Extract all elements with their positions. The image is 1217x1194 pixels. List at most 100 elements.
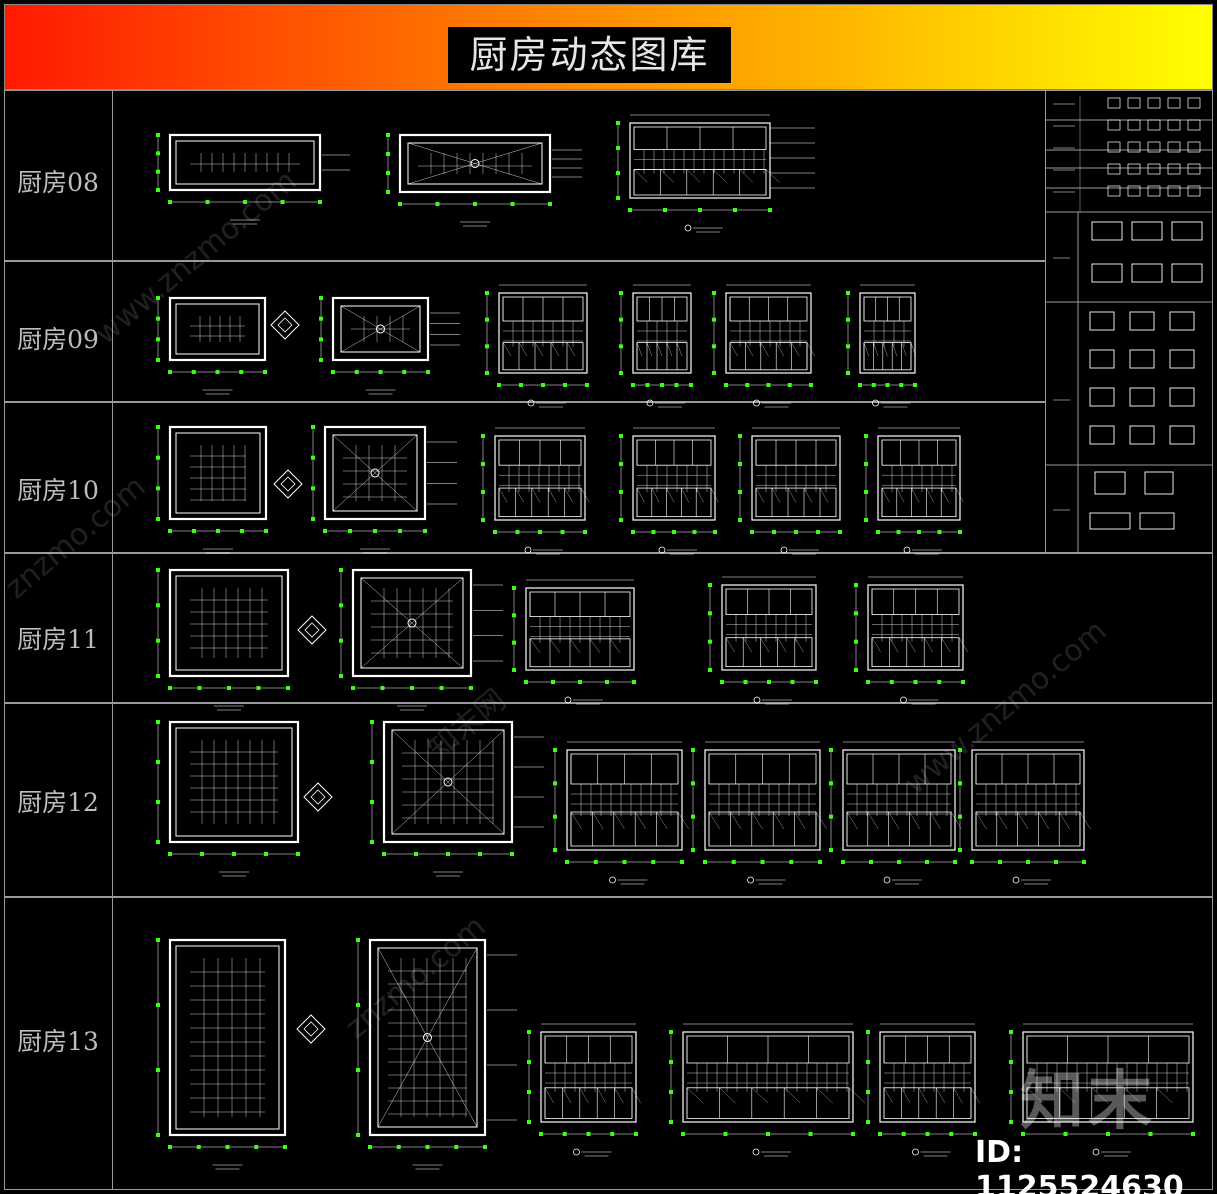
- dim-tick: [846, 344, 850, 349]
- dim-tick: [913, 383, 917, 387]
- title-banner: 厨房动态图库: [4, 4, 1213, 90]
- elevation-marker: [912, 1148, 919, 1156]
- dim-tick: [156, 674, 160, 678]
- dim-tick: [168, 200, 172, 204]
- dim-tick: [1106, 1132, 1110, 1136]
- dim-tick: [339, 603, 343, 608]
- dim-tick: [846, 317, 850, 322]
- dim-tick: [864, 518, 868, 522]
- compass-icon: [280, 476, 296, 492]
- dim-tick: [841, 860, 845, 864]
- dim-tick: [619, 518, 623, 522]
- dim-tick: [866, 1120, 870, 1124]
- dim-tick: [378, 370, 383, 374]
- dim-tick: [156, 486, 160, 491]
- dim-tick: [553, 748, 557, 752]
- dim-tick: [156, 840, 160, 844]
- dim-tick: [283, 1145, 287, 1149]
- dim-tick: [323, 529, 327, 533]
- dim-tick: [563, 383, 567, 387]
- dim-tick: [854, 639, 858, 644]
- dim-tick: [319, 296, 323, 300]
- dim-tick: [794, 530, 798, 534]
- dim-tick: [743, 680, 748, 684]
- dim-tick: [200, 852, 204, 856]
- dim-tick: [423, 529, 427, 533]
- dim-tick: [386, 133, 390, 137]
- elevation-marker: [524, 546, 532, 554]
- compass-icon: [297, 615, 327, 645]
- compass-icon: [310, 789, 326, 805]
- dim-tick: [578, 680, 582, 684]
- dim-tick: [691, 781, 695, 786]
- dim-tick: [619, 291, 623, 295]
- row-divider: [4, 401, 1045, 403]
- dim-tick: [586, 1132, 591, 1136]
- dim-tick: [958, 781, 962, 786]
- dim-tick: [958, 530, 962, 534]
- dim-tick: [593, 860, 598, 864]
- dim-tick: [382, 852, 386, 856]
- dim-tick: [168, 1145, 172, 1149]
- dim-tick: [973, 1132, 977, 1136]
- dim-tick: [738, 490, 742, 494]
- dim-tick: [708, 583, 712, 587]
- dim-tick: [838, 530, 842, 534]
- dim-tick: [356, 1068, 360, 1072]
- dim-tick: [156, 638, 160, 643]
- dim-tick: [619, 371, 623, 375]
- dim-tick: [866, 1030, 870, 1034]
- dim-tick: [196, 1145, 201, 1149]
- elevation-marker: [900, 696, 907, 704]
- dim-tick: [239, 370, 244, 374]
- dim-tick: [619, 344, 623, 349]
- dim-tick: [560, 530, 565, 534]
- dim-tick: [319, 358, 323, 362]
- dim-tick: [750, 530, 754, 534]
- dim-tick: [712, 371, 716, 375]
- elevation-marker: [658, 546, 666, 554]
- legend-column-divider: [1045, 90, 1046, 553]
- dim-tick: [156, 1133, 160, 1137]
- dim-tick: [396, 1145, 401, 1149]
- elevation-marker: [780, 546, 788, 554]
- dim-tick: [698, 208, 702, 212]
- dim-tick: [631, 383, 635, 387]
- dim-tick: [937, 530, 942, 534]
- compass-icon: [273, 469, 303, 499]
- dim-tick: [949, 1132, 954, 1136]
- dim-tick: [527, 1060, 531, 1064]
- dim-tick: [958, 748, 962, 752]
- dim-tick: [410, 686, 414, 690]
- image-id: ID: 1125524630: [975, 1135, 1184, 1194]
- dim-tick: [156, 800, 160, 804]
- dim-tick: [481, 518, 485, 522]
- dim-tick: [240, 529, 244, 533]
- dim-tick: [356, 1003, 360, 1007]
- dim-tick: [866, 1060, 870, 1064]
- dim-tick: [854, 611, 858, 616]
- dim-tick: [917, 530, 921, 534]
- row-label-kitchen-11: 厨房11: [17, 625, 99, 654]
- row-label-kitchen-13: 厨房13: [17, 1027, 99, 1056]
- dim-tick: [485, 317, 489, 322]
- dim-tick: [691, 748, 695, 752]
- dim-tick: [553, 781, 557, 786]
- dim-tick: [829, 848, 833, 852]
- dim-tick: [766, 1132, 770, 1136]
- dim-tick: [398, 529, 402, 533]
- dim-tick: [616, 171, 620, 175]
- light-fixture: [470, 159, 480, 168]
- dim-tick: [738, 462, 742, 466]
- dim-tick: [280, 200, 285, 204]
- dim-tick: [1009, 1030, 1013, 1034]
- dim-tick: [425, 1145, 430, 1149]
- dim-tick: [527, 1090, 531, 1094]
- dim-tick: [708, 668, 712, 672]
- dim-tick: [156, 938, 160, 942]
- dim-tick: [538, 530, 542, 534]
- dim-tick: [263, 370, 267, 374]
- dim-tick: [319, 316, 323, 321]
- dim-tick: [481, 490, 485, 494]
- dim-tick: [953, 860, 957, 864]
